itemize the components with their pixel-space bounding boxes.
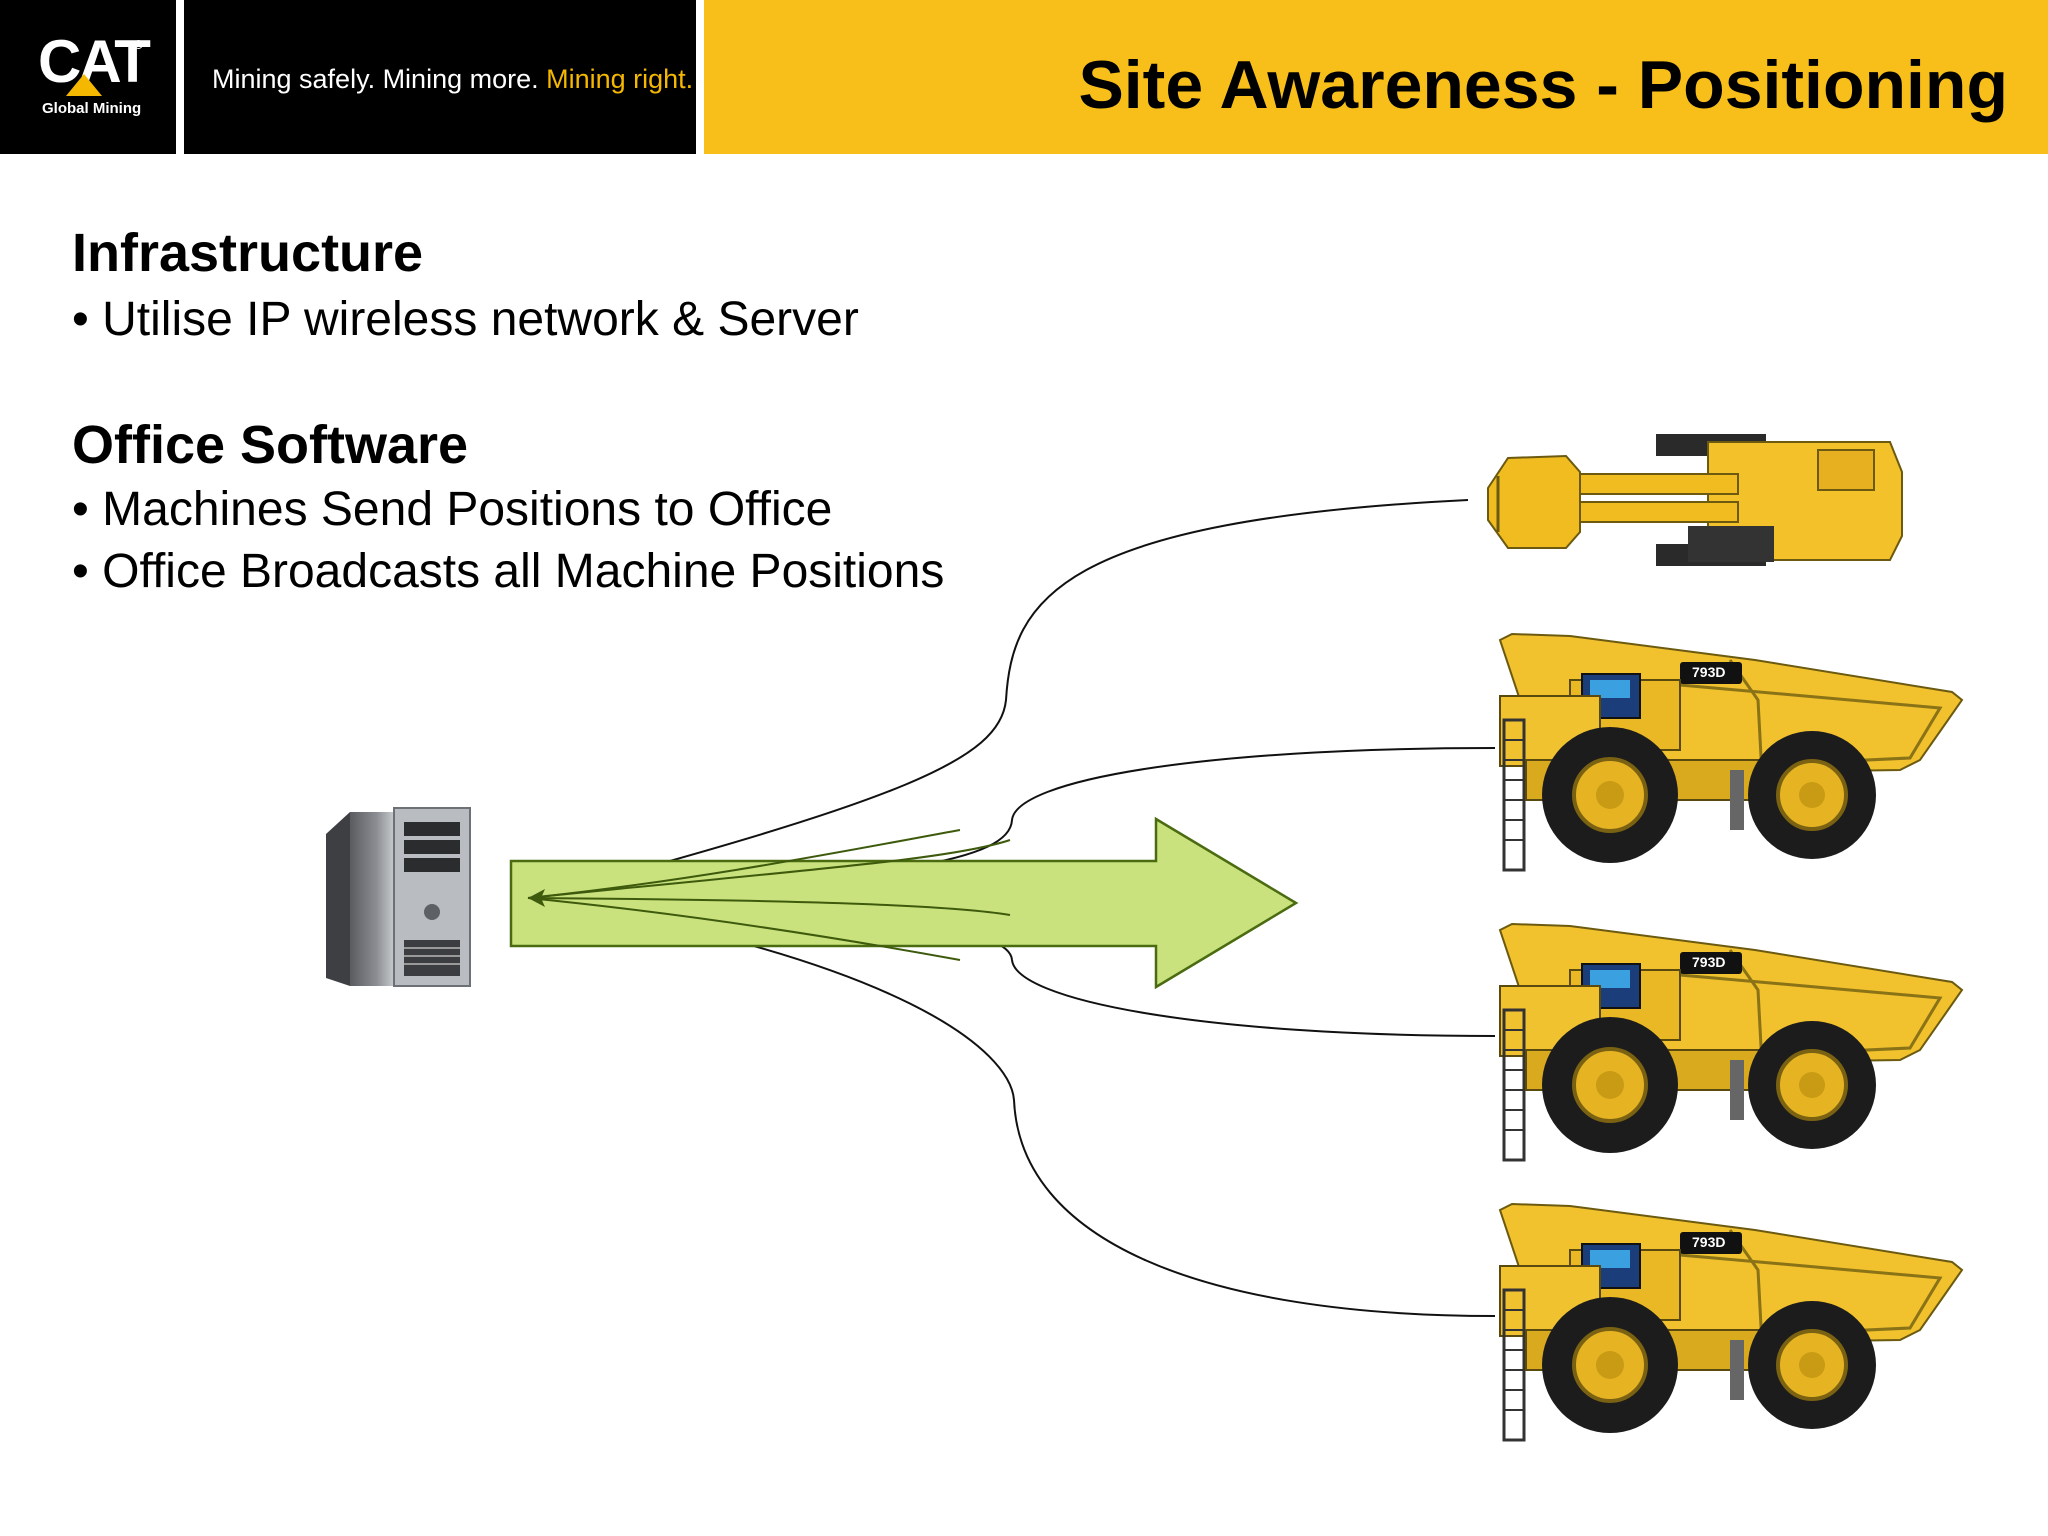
logo-triangle-icon [66, 74, 102, 96]
signal-lines [527, 829, 1011, 961]
haul-truck-icon [1498, 922, 1964, 1162]
logo-subtext: Global Mining [42, 100, 142, 117]
bullet-office-software-2: • Office Broadcasts all Machine Position… [72, 545, 945, 598]
truck-model-badges: 793D 793D 793D [1692, 664, 1725, 1250]
haul-truck-icon [1498, 1202, 1964, 1442]
cat-logo: CAT Global Mining [0, 0, 176, 154]
bullet-infrastructure-1: • Utilise IP wireless network & Server [72, 293, 859, 346]
title-bar: Site Awareness - Positioning [704, 0, 2048, 154]
slogan-banner: Mining safely. Mining more. Mining right… [184, 0, 696, 154]
slogan: Mining safely. Mining more. Mining right… [212, 64, 693, 95]
link-excavator [534, 499, 1469, 899]
server-tower-icon [326, 807, 471, 987]
registered-mark-icon [134, 40, 143, 49]
section-heading-infrastructure: Infrastructure [72, 223, 424, 283]
truck-model-label: 793D [1692, 1234, 1725, 1250]
page-title: Site Awareness - Positioning [1078, 47, 2008, 123]
truck-model-label: 793D [1692, 954, 1725, 970]
bullet-office-software-1: • Machines Send Positions to Office [72, 483, 833, 536]
excavator-icon [1487, 434, 1903, 566]
broadcast-arrow-icon [509, 816, 1299, 990]
truck-model-label: 793D [1692, 664, 1725, 680]
slogan-highlight: Mining right. [546, 64, 694, 94]
section-heading-office-software: Office Software [72, 415, 469, 475]
slogan-text: Mining safely. Mining more. [212, 64, 547, 94]
arrowhead-icon [528, 889, 545, 907]
haul-truck-icon [1498, 632, 1964, 872]
link-truck-3 [534, 897, 1496, 1317]
